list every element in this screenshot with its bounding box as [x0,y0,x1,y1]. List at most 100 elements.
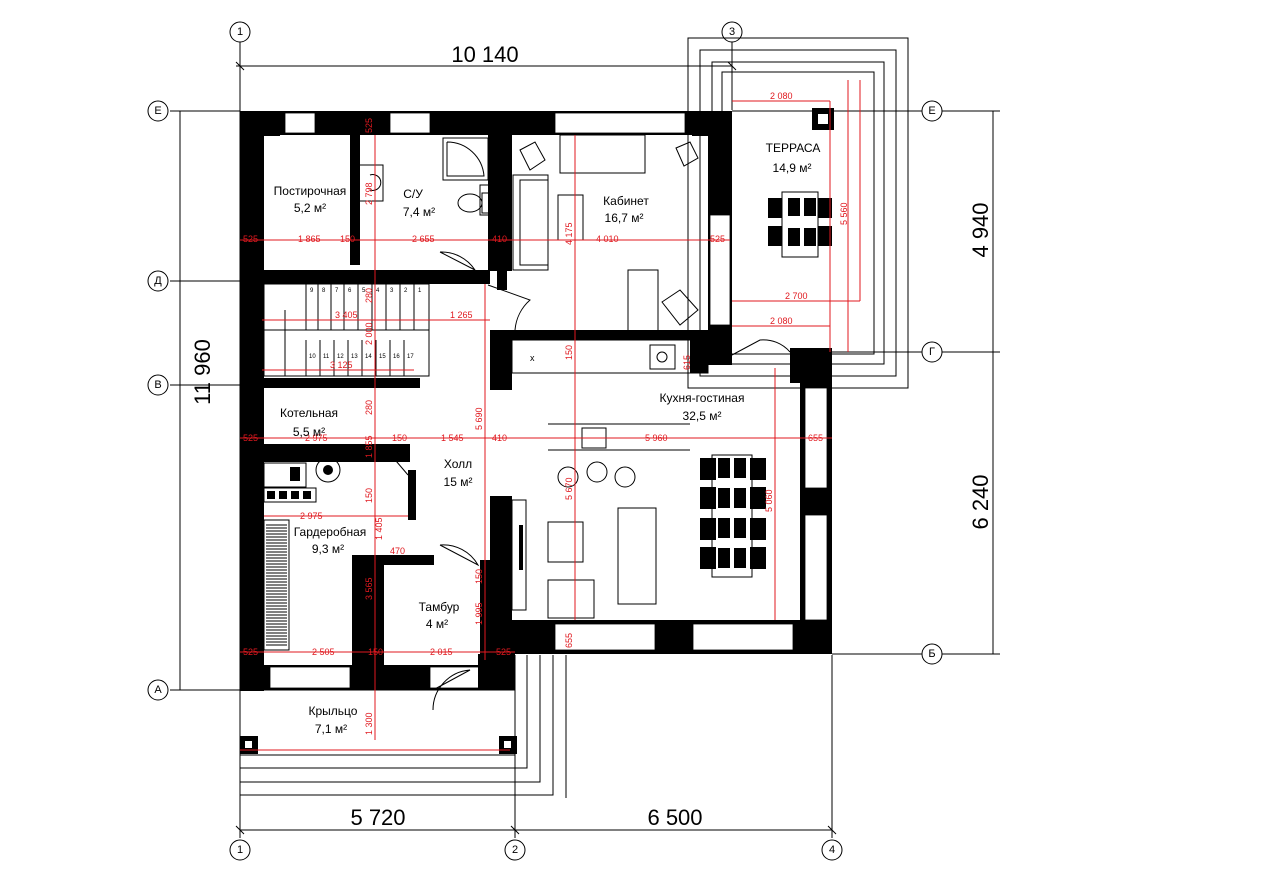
room-porch: Крыльцо 7,1 м² [309,704,358,736]
axis-marker-left-d: Д [147,270,169,292]
svg-text:5 960: 5 960 [645,433,668,443]
svg-text:525: 525 [243,647,258,657]
svg-text:2 655: 2 655 [412,234,435,244]
svg-text:1 995: 1 995 [474,602,484,625]
svg-text:150: 150 [392,433,407,443]
svg-text:655: 655 [808,433,823,443]
axis-marker-right-e: Е [921,100,943,122]
svg-text:470: 470 [390,546,405,556]
svg-text:6: 6 [348,288,352,294]
svg-text:15: 15 [379,354,386,360]
svg-text:15 м²: 15 м² [444,475,473,489]
svg-text:16,7 м²: 16,7 м² [605,211,644,225]
svg-text:1: 1 [418,288,422,294]
svg-text:8: 8 [322,288,326,294]
room-kitchen-living: Кухня-гостиная 32,5 м² [660,391,745,423]
toilet-fixture [457,193,483,213]
svg-text:5: 5 [362,288,366,294]
living-sofa [617,507,657,605]
overall-dimensions: 10 140 5 720 6 500 11 960 4 940 6 240 [190,42,993,830]
svg-text:1 405: 1 405 [374,517,384,540]
svg-text:525: 525 [496,647,511,657]
svg-text:12: 12 [337,354,344,360]
dim-right-top: 4 940 [968,202,993,257]
dim-left-total: 11 960 [190,339,215,405]
svg-text:Крыльцо: Крыльцо [309,704,358,718]
study-desk [627,269,659,336]
svg-text:655: 655 [564,633,574,648]
svg-text:2: 2 [404,288,408,294]
svg-text:2 505: 2 505 [312,647,335,657]
svg-text:4 м²: 4 м² [426,617,448,631]
svg-text:Е: Е [154,105,161,117]
svg-text:5,5 м²: 5,5 м² [293,425,325,439]
svg-text:410: 410 [492,433,507,443]
axis-marker-right-b: Б [921,643,943,665]
axis-marker-right-g: Г [921,341,943,363]
svg-text:1 865: 1 865 [298,234,321,244]
svg-text:Е: Е [928,105,935,117]
svg-text:x: x [530,353,535,363]
room-postirochnaya: Постирочная 5,2 м² [274,184,347,215]
svg-text:150: 150 [474,569,484,584]
svg-text:13: 13 [351,354,358,360]
svg-text:2 080: 2 080 [770,316,793,326]
axis-marker-bottom-1: 1 [229,839,251,861]
svg-text:2: 2 [512,844,518,856]
dining-table [711,454,753,578]
svg-text:280: 280 [364,288,374,303]
furniture: x [263,134,832,656]
axis-marker-left-a: А [147,679,169,701]
svg-text:5 060: 5 060 [764,489,774,512]
svg-text:Гардеробная: Гардеробная [294,525,367,539]
svg-text:2 798: 2 798 [364,182,374,205]
svg-text:5 670: 5 670 [564,477,574,500]
svg-text:4 175: 4 175 [564,222,574,245]
room-bathroom: С/У 7,4 м² [403,187,435,219]
svg-text:3 405: 3 405 [335,310,358,320]
dim-top-total: 10 140 [451,42,518,67]
kitchen-counter [511,339,709,374]
svg-text:Д: Д [154,275,162,287]
axis-marker-top-3: 3 [721,21,743,43]
svg-text:4: 4 [376,288,380,294]
svg-text:Б: Б [928,648,935,660]
svg-text:410: 410 [492,234,507,244]
svg-text:10: 10 [309,354,316,360]
svg-text:9: 9 [310,288,314,294]
room-vestibule: Тамбур 4 м² [419,600,460,631]
svg-text:С/У: С/У [403,187,423,201]
axis-marker-left-e: Е [147,100,169,122]
svg-text:14,9 м²: 14,9 м² [773,161,812,175]
svg-text:Кухня-гостиная: Кухня-гостиная [660,391,745,405]
svg-text:2 975: 2 975 [305,433,328,443]
svg-text:Г: Г [929,346,935,358]
svg-text:3: 3 [729,26,735,38]
svg-text:А: А [154,684,162,696]
staircase: 9 8 7 6 5 4 3 2 1 10 11 12 13 14 15 16 [263,283,430,377]
svg-text:150: 150 [340,234,355,244]
dim-bottom-right: 6 500 [647,805,702,830]
svg-text:2 975: 2 975 [300,511,323,521]
red-dimension-text: 525 1 865 150 2 655 410 4 010 525 525 2 … [243,91,849,735]
svg-text:7,1 м²: 7,1 м² [315,722,347,736]
dim-bottom-left: 5 720 [350,805,405,830]
svg-text:2 015: 2 015 [430,647,453,657]
svg-text:9,3 м²: 9,3 м² [312,542,344,556]
stair-steps-top: 9 8 7 6 5 4 3 2 1 [305,284,422,330]
svg-text:2 000: 2 000 [364,322,374,345]
svg-text:ТЕРРАСА: ТЕРРАСА [766,141,821,155]
svg-text:14: 14 [365,354,372,360]
svg-text:4 010: 4 010 [596,234,619,244]
svg-text:32,5 м²: 32,5 м² [683,409,722,423]
doors [384,251,791,711]
svg-text:1: 1 [237,26,243,38]
room-boiler: Котельная 5,5 м² [280,406,338,439]
walls [240,111,832,691]
svg-text:5 560: 5 560 [839,202,849,225]
svg-text:525: 525 [243,234,258,244]
svg-text:525: 525 [243,433,258,443]
svg-text:525: 525 [710,234,725,244]
svg-text:7,4 м²: 7,4 м² [403,205,435,219]
room-study: Кабинет 16,7 м² [603,194,649,225]
